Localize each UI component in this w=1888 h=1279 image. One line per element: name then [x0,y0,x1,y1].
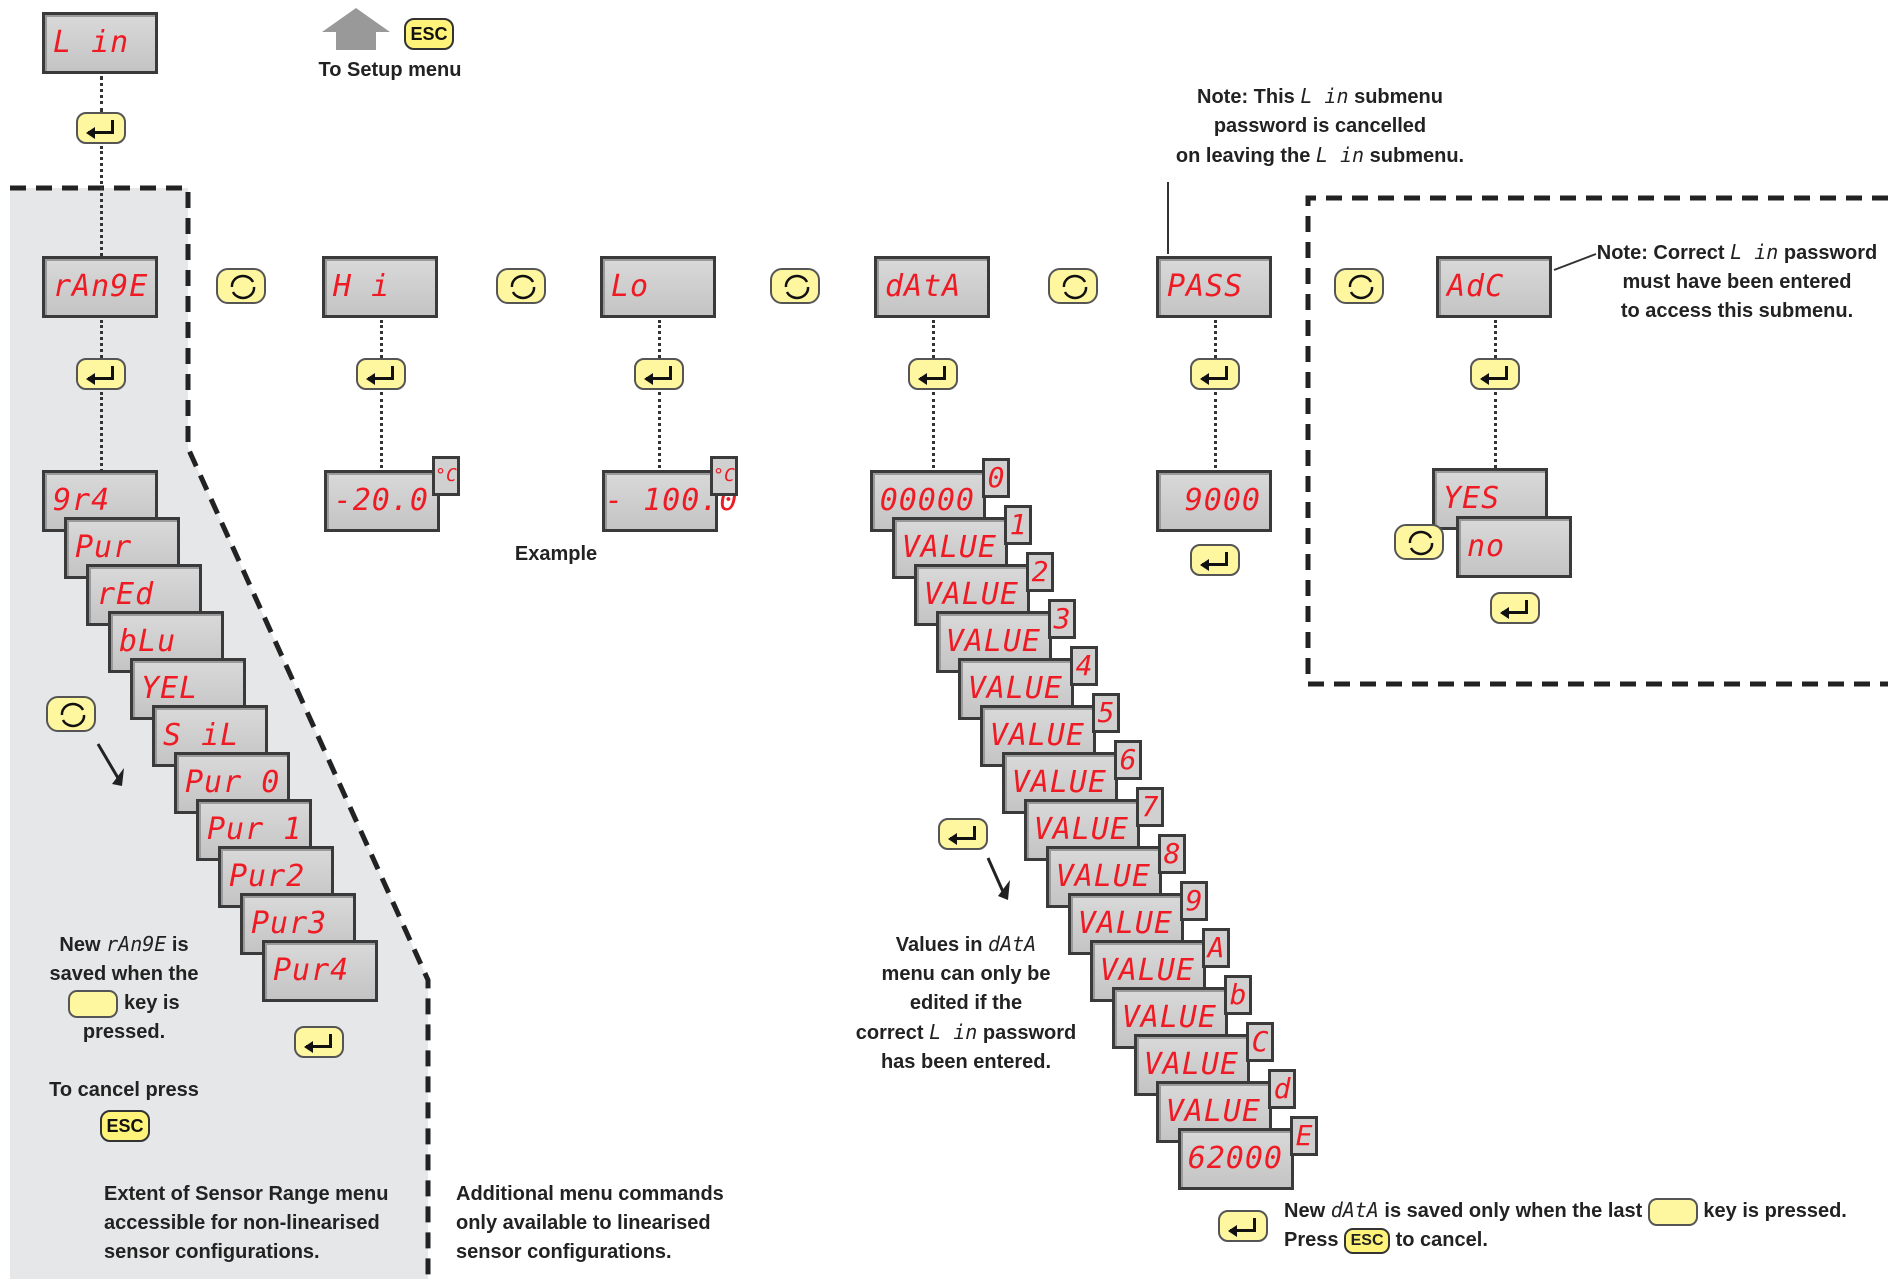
connector [932,392,935,468]
hi-value-display: -20.0 [324,470,440,532]
data-index-display: 6 [1114,740,1142,780]
data-index-display: b [1224,975,1252,1015]
extent-note: Extent of Sensor Range menu accessible f… [104,1183,389,1263]
adc-region-border [1305,195,1888,687]
data-index-display: d [1268,1069,1296,1109]
range-display: rAn9E [42,256,158,318]
data-index-display: 2 [1026,552,1054,592]
connector [100,146,103,256]
lo-display: Lo [600,256,716,318]
pass-note: Note: This L in submenu password is canc… [1175,84,1465,167]
cycle-key[interactable] [1394,524,1444,560]
cycle-key[interactable] [770,268,820,304]
enter-key[interactable] [1490,592,1540,624]
connector [1214,392,1217,468]
connector [1494,392,1497,468]
data-index-display: 9 [1180,881,1208,921]
enter-key[interactable] [908,358,958,390]
range-option-display: YEL [130,658,246,720]
adc-display: AdC [1436,256,1552,318]
pass-display: PASS [1156,256,1272,318]
range-option-display: Pur4 [262,940,378,1002]
data-index-display: 0 [982,458,1010,498]
to-setup-label: To Setup menu [318,59,462,81]
example-label: Example [514,543,598,565]
pass-value-display: 9000 [1156,470,1272,532]
data-index-display: C [1246,1022,1274,1062]
enter-key[interactable] [1470,358,1520,390]
connector [380,392,383,468]
enter-key-inline [1647,1197,1698,1226]
enter-key[interactable] [1190,358,1240,390]
data-value-display: 62000 [1178,1128,1294,1190]
data-index-display: E [1290,1116,1318,1156]
enter-key[interactable] [356,358,406,390]
cycle-key[interactable] [46,696,96,732]
connector [658,392,661,468]
data-index-display: 3 [1048,599,1076,639]
cycle-key[interactable] [496,268,546,304]
range-saved-note: New rAn9E is saved when the key is press… [49,932,199,1043]
data-display: dAtA [874,256,990,318]
cancel-note: To cancel press [49,1079,199,1101]
lo-value-display: - 100.0 [602,470,737,532]
data-saved-note: New dAtA is saved only when the last key… [1284,1196,1884,1255]
additional-note: Additional menu commands only available … [456,1183,724,1263]
hi-unit: °C [432,456,460,496]
enter-key[interactable] [1190,544,1240,576]
enter-key[interactable] [294,1026,344,1058]
esc-key[interactable]: ESC [100,1110,150,1142]
connector [100,320,103,358]
lin-display: L in [42,12,158,74]
connector [1494,320,1497,358]
connector [932,320,935,358]
connector [100,76,103,112]
data-index-display: 7 [1136,787,1164,827]
enter-key[interactable] [1218,1210,1268,1242]
data-index-display: 5 [1092,693,1120,733]
connector [658,320,661,358]
lo-unit: °C [710,456,738,496]
connector [380,320,383,358]
data-index-display: 8 [1158,834,1186,874]
no-display: no [1456,516,1572,578]
adc-note: Note: Correct L in password must have be… [1596,240,1878,322]
data-index-display: 4 [1070,646,1098,686]
hi-display: H i [322,256,438,318]
data-values-note: Values in dAtA menu can only be edited i… [855,932,1077,1073]
up-arrow-icon [322,8,390,50]
enter-key[interactable] [938,818,988,850]
enter-key-inline [68,989,119,1018]
range-option-display: rEd [86,564,202,626]
data-index-display: 1 [1004,505,1032,545]
esc-key-inline: ESC [1344,1227,1391,1254]
esc-key[interactable]: ESC [404,18,454,50]
cycle-key[interactable] [216,268,266,304]
enter-key[interactable] [76,358,126,390]
enter-key[interactable] [634,358,684,390]
connector [100,392,103,472]
cycle-key[interactable] [1334,268,1384,304]
range-option-display: bLu [108,611,224,673]
enter-key[interactable] [76,112,126,144]
connector [1214,320,1217,358]
data-index-display: A [1202,928,1230,968]
cycle-key[interactable] [1048,268,1098,304]
